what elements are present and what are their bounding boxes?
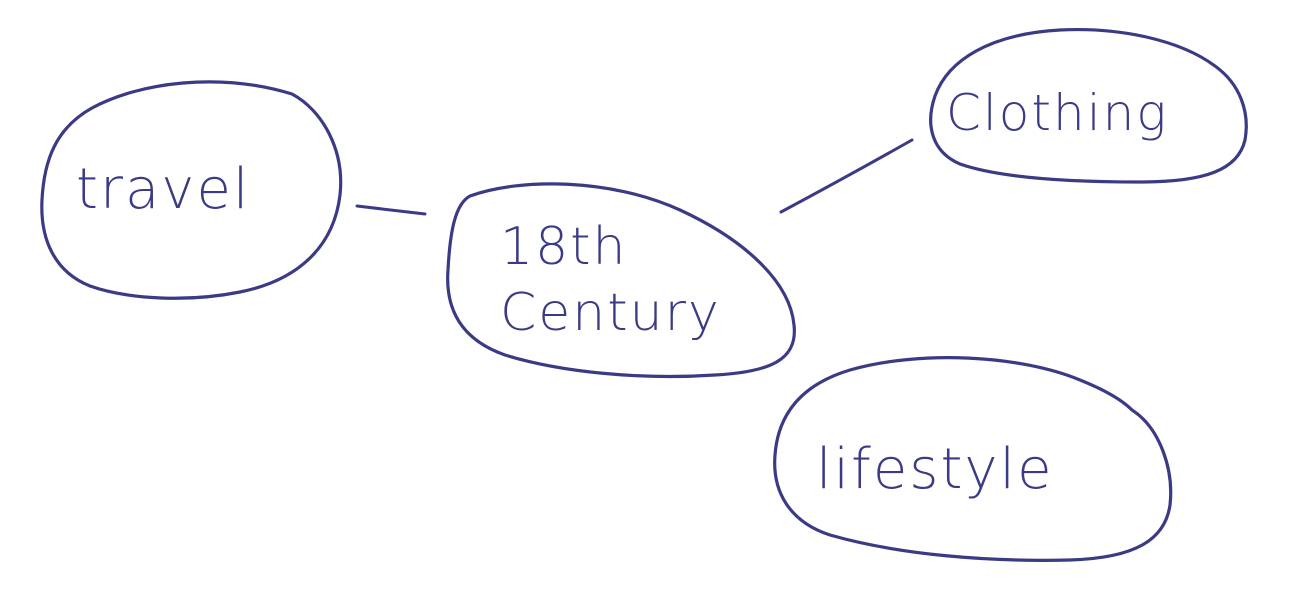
node-clothing: Clothing [929,27,1248,184]
node-lifestyle: lifestyle [773,356,1173,562]
node-lifestyle-label: lifestyle [816,437,1054,502]
node-travel-label: travel [76,157,250,222]
node-lifestyle-outline [773,356,1173,562]
node-center-label-line1: 18th [500,217,628,277]
node-travel: travel [40,80,343,300]
node-center-outline [446,182,796,379]
node-travel-outline [40,80,343,300]
node-center-label-line2: Century [500,283,721,343]
node-clothing-outline [929,27,1248,184]
node-center: 18th Century [446,182,796,379]
edge-center-clothing [779,138,914,214]
edge-center-travel [355,204,427,216]
node-clothing-label: Clothing [946,84,1168,142]
